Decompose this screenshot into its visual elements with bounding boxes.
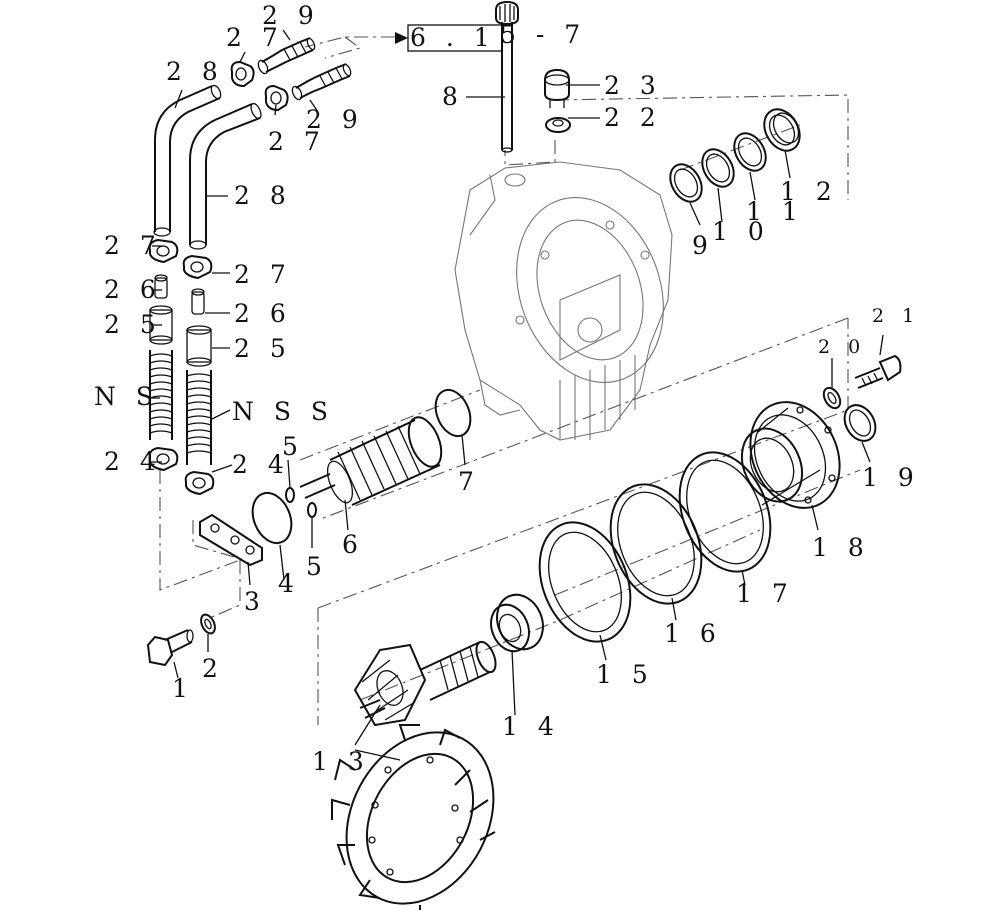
shim-15 — [538, 521, 632, 643]
callout-8: 8 — [442, 82, 464, 111]
reference-lines — [159, 36, 861, 725]
shim-16 — [609, 483, 703, 605]
o-ring-4 — [251, 491, 293, 545]
plug-23 — [544, 68, 570, 108]
callout-14: 1 4 — [502, 712, 560, 741]
callout-2: 2 — [202, 654, 224, 683]
spring-hose-right — [186, 370, 212, 465]
bearing-14 — [490, 593, 544, 653]
callout-7: 7 — [458, 467, 480, 496]
leader-lines — [150, 29, 884, 761]
callout-13: 1 3 — [312, 747, 370, 776]
spring-hose-left — [149, 350, 173, 440]
callout-18: 1 8 — [812, 533, 870, 562]
ring-10 — [701, 148, 735, 188]
callout-20: 2 0 — [818, 336, 866, 358]
callout-28-mid: 2 8 — [234, 181, 292, 210]
callout-24-left: 2 4 — [104, 447, 162, 476]
seal-19 — [843, 404, 877, 442]
callout-12: 1 2 — [780, 177, 838, 206]
callout-3: 3 — [244, 587, 266, 616]
callout-27-top: 2 7 — [226, 23, 284, 52]
reference-box-text: 6 . 1 — [410, 23, 496, 52]
ring-gear — [331, 724, 496, 910]
seal-12 — [763, 108, 801, 152]
nipple-26-left — [154, 274, 168, 299]
callout-6: 6 — [342, 530, 364, 559]
shim-17 — [678, 451, 772, 573]
callout-5-upper: 5 — [282, 432, 304, 461]
transmission-housing — [454, 161, 673, 441]
small-ring-5b — [307, 502, 317, 518]
callout-22: 2 2 — [604, 103, 662, 132]
callout-19: 1 9 — [862, 463, 920, 492]
callout-15: 1 5 — [596, 660, 654, 689]
ring-11 — [733, 132, 767, 172]
washer-2 — [200, 613, 216, 635]
callout-nss-right: N S S — [232, 397, 334, 426]
callout-16: 1 6 — [664, 619, 722, 648]
callout-5-lower: 5 — [306, 552, 328, 581]
callouts: 6 . 1 5 - 7 2 9 2 7 2 8 2 7 2 9 8 2 3 2 … — [94, 1, 920, 776]
callout-25-left: 2 5 — [104, 310, 162, 339]
hose-left — [153, 84, 222, 237]
callout-26-right: 2 6 — [234, 299, 292, 328]
hose-right — [189, 102, 262, 250]
callout-24-right: 2 4 — [232, 450, 290, 479]
clamp-27-left — [148, 238, 179, 264]
callout-27-left: 2 7 — [104, 231, 162, 260]
callout-17: 1 7 — [736, 579, 794, 608]
clamp-24-right — [184, 470, 215, 496]
fitting-29-lower — [291, 63, 352, 101]
reference-suffix-text: 5 - 7 — [500, 20, 586, 49]
bracket-plate-3 — [199, 513, 263, 567]
callout-27-mid: 2 7 — [268, 127, 326, 156]
callout-ns-left: N S — [94, 382, 159, 411]
fitting-29-top — [257, 37, 316, 75]
washer-22 — [545, 117, 571, 133]
washer-20 — [822, 386, 842, 410]
spline-shaft-6 — [299, 416, 443, 506]
reference-box — [395, 24, 503, 52]
callout-27-right: 2 7 — [234, 260, 292, 289]
small-ring-5a — [285, 487, 295, 503]
callout-11: 1 1 — [746, 197, 804, 226]
callout-10: 1 0 — [712, 217, 770, 246]
callout-1: 1 — [172, 674, 194, 703]
callout-29-mid: 2 9 — [306, 105, 364, 134]
clamp-27-right — [182, 254, 213, 280]
snap-ring-9 — [669, 163, 703, 203]
cover-18 — [740, 401, 841, 509]
clamp-top-a — [230, 60, 255, 88]
clamp-top-b — [264, 84, 289, 112]
callout-4: 4 — [278, 569, 300, 598]
callout-29-top: 2 9 — [262, 1, 320, 30]
callout-25-right: 2 5 — [234, 334, 292, 363]
bolt-21 — [854, 354, 902, 389]
bolt-1 — [146, 629, 194, 667]
sleeve-25-right — [186, 325, 212, 367]
clamp-24-left — [148, 446, 179, 472]
callout-9: 9 — [692, 231, 714, 260]
callout-23: 2 3 — [604, 71, 662, 100]
callout-28-top: 2 8 — [166, 57, 224, 86]
sleeve-25-left — [149, 305, 173, 345]
callout-21: 2 1 — [872, 305, 920, 327]
pinion-shaft — [353, 640, 497, 727]
nipple-26-right — [191, 288, 205, 315]
callout-26-left: 2 6 — [104, 275, 162, 304]
